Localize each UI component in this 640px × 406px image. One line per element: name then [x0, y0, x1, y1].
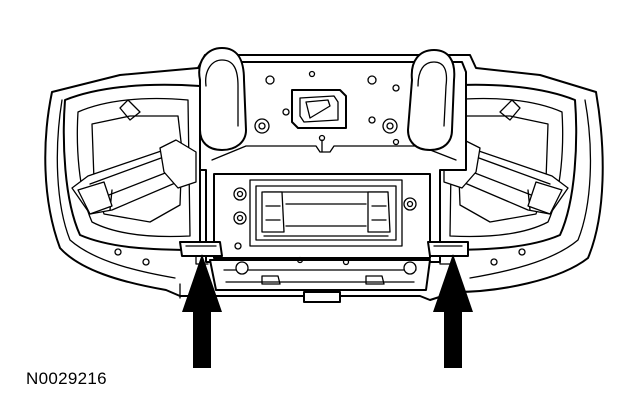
right-rotary-lamp	[382, 49, 456, 151]
left-pointer-arrow	[182, 254, 222, 368]
figure-reference-code: N0029216	[26, 369, 107, 388]
left-rotary-lamp	[198, 47, 270, 151]
right-retaining-clip	[427, 241, 469, 265]
left-lamp-housing	[62, 83, 201, 266]
center-switch	[291, 89, 347, 129]
bottom-trim	[179, 256, 463, 303]
left-retaining-clip	[179, 241, 223, 265]
lower-module	[213, 173, 431, 259]
right-pointer-arrow	[433, 254, 473, 368]
